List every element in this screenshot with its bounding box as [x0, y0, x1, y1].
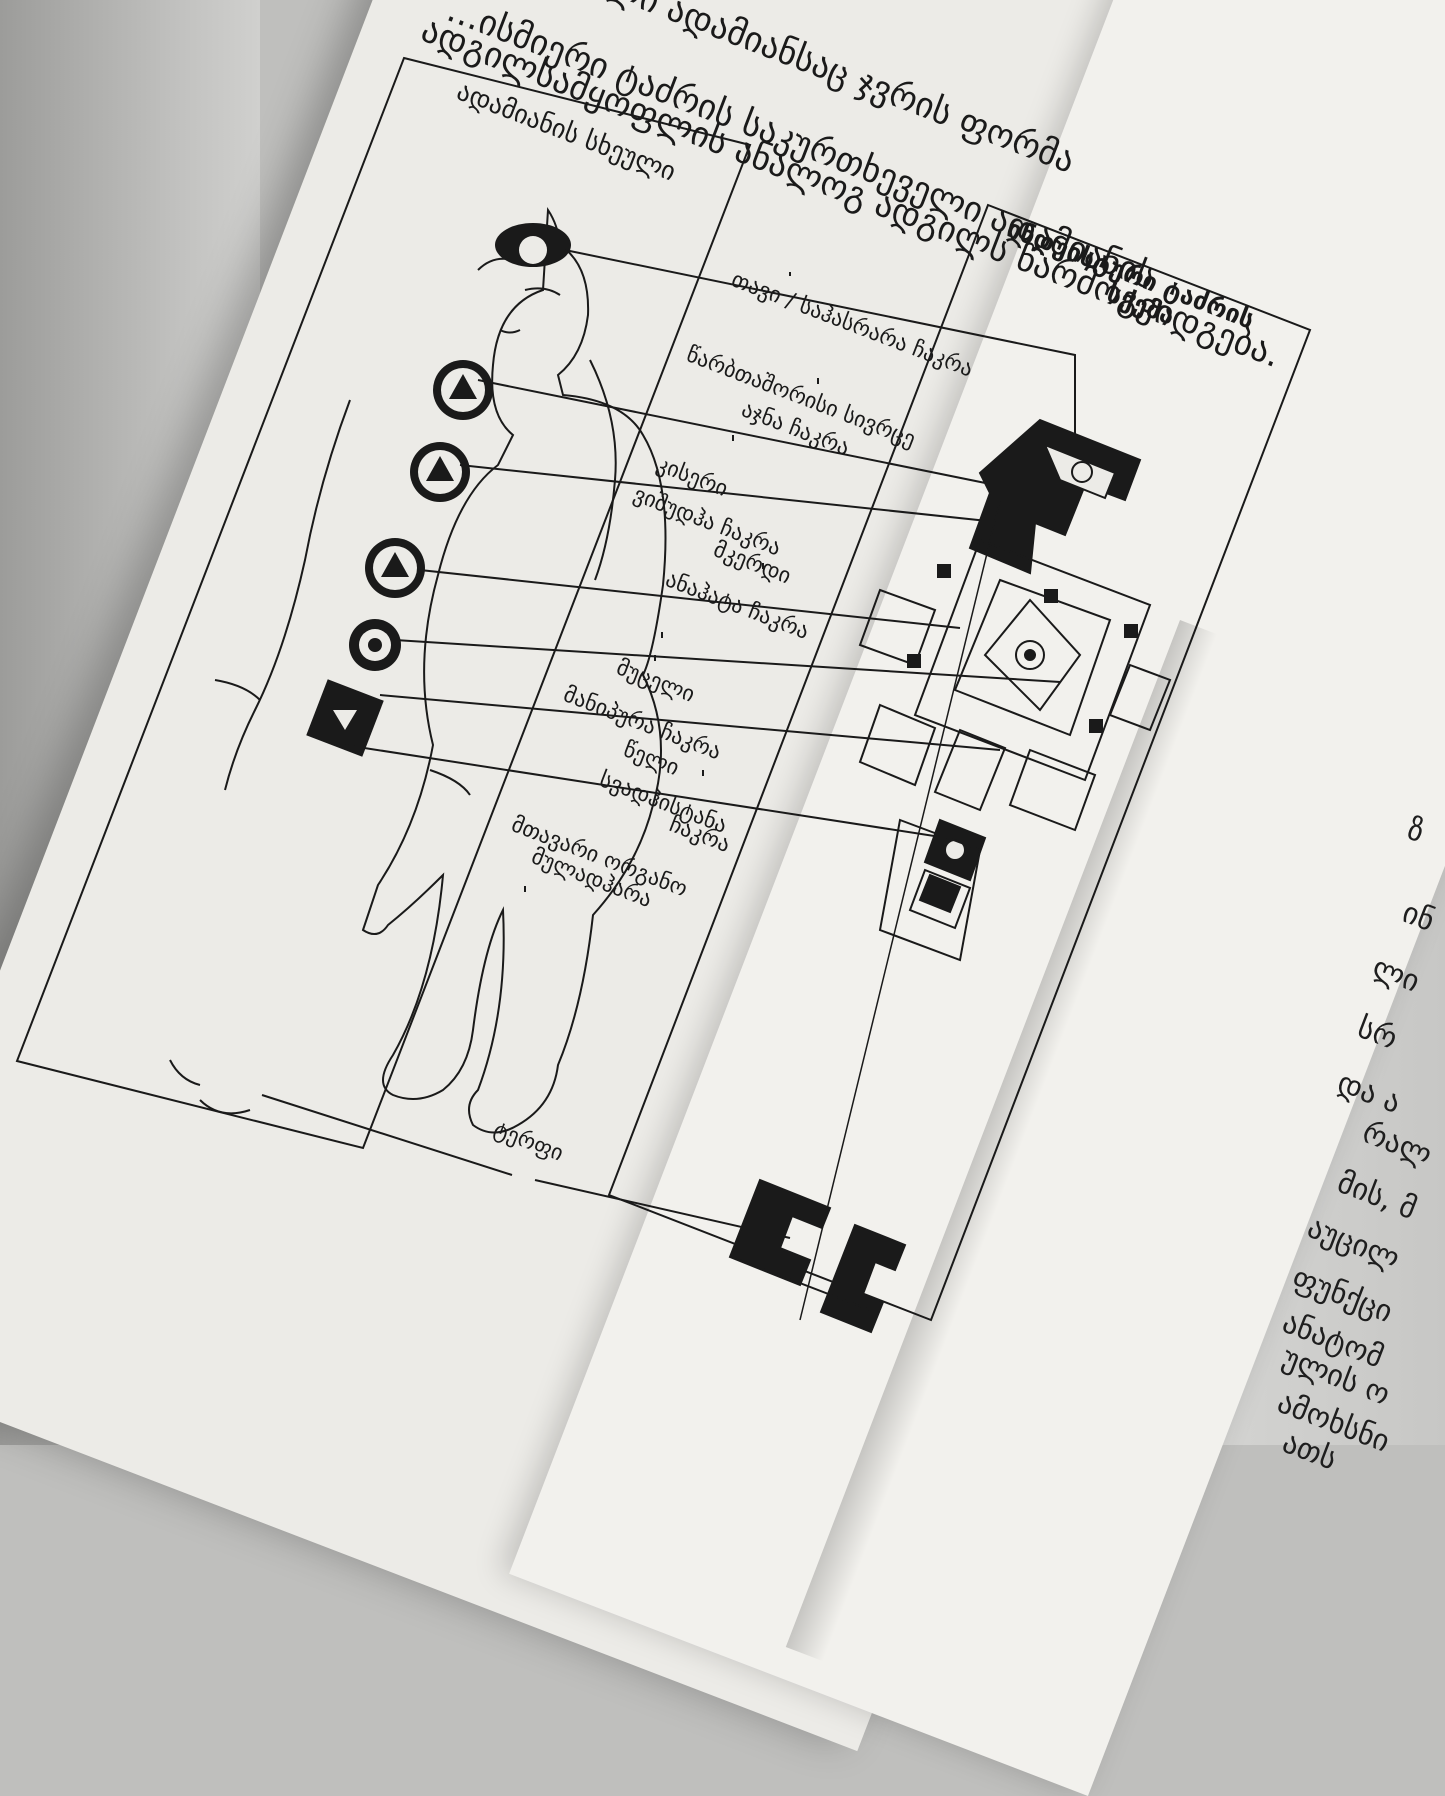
label-feet: ტერფი: [490, 1117, 567, 1166]
chakra-sacral: [349, 619, 401, 671]
right-panel-title-line1: ინდუისტური ტაძრის: [1003, 214, 1258, 335]
chakra-throat: [433, 360, 493, 420]
left-panel-title: ადამიანის სხეული: [452, 77, 679, 188]
chakra-temple-diagram: ადამიანის სხეული ინდუისტური ტაძრის სქემა: [0, 0, 1445, 1445]
human-figure: [170, 210, 666, 1133]
temple-gate: [730, 1180, 905, 1332]
chakra-heart: [410, 442, 470, 502]
label-chest-chakra: ანაჰატა ჩაკრა: [662, 567, 812, 645]
temple-plan: [860, 420, 1170, 960]
left-panel-frame: [17, 58, 750, 1148]
label-head: თავი / საჰასრარა ჩაკრა: [728, 267, 976, 382]
chakra-crown: [495, 223, 571, 267]
label-belly: მუცელი: [613, 655, 698, 708]
chakra-solar: [365, 538, 425, 598]
diagram-labels: თავი / საჰასრარა ჩაკრა წარბთაშორისი სივრ…: [490, 267, 976, 1166]
